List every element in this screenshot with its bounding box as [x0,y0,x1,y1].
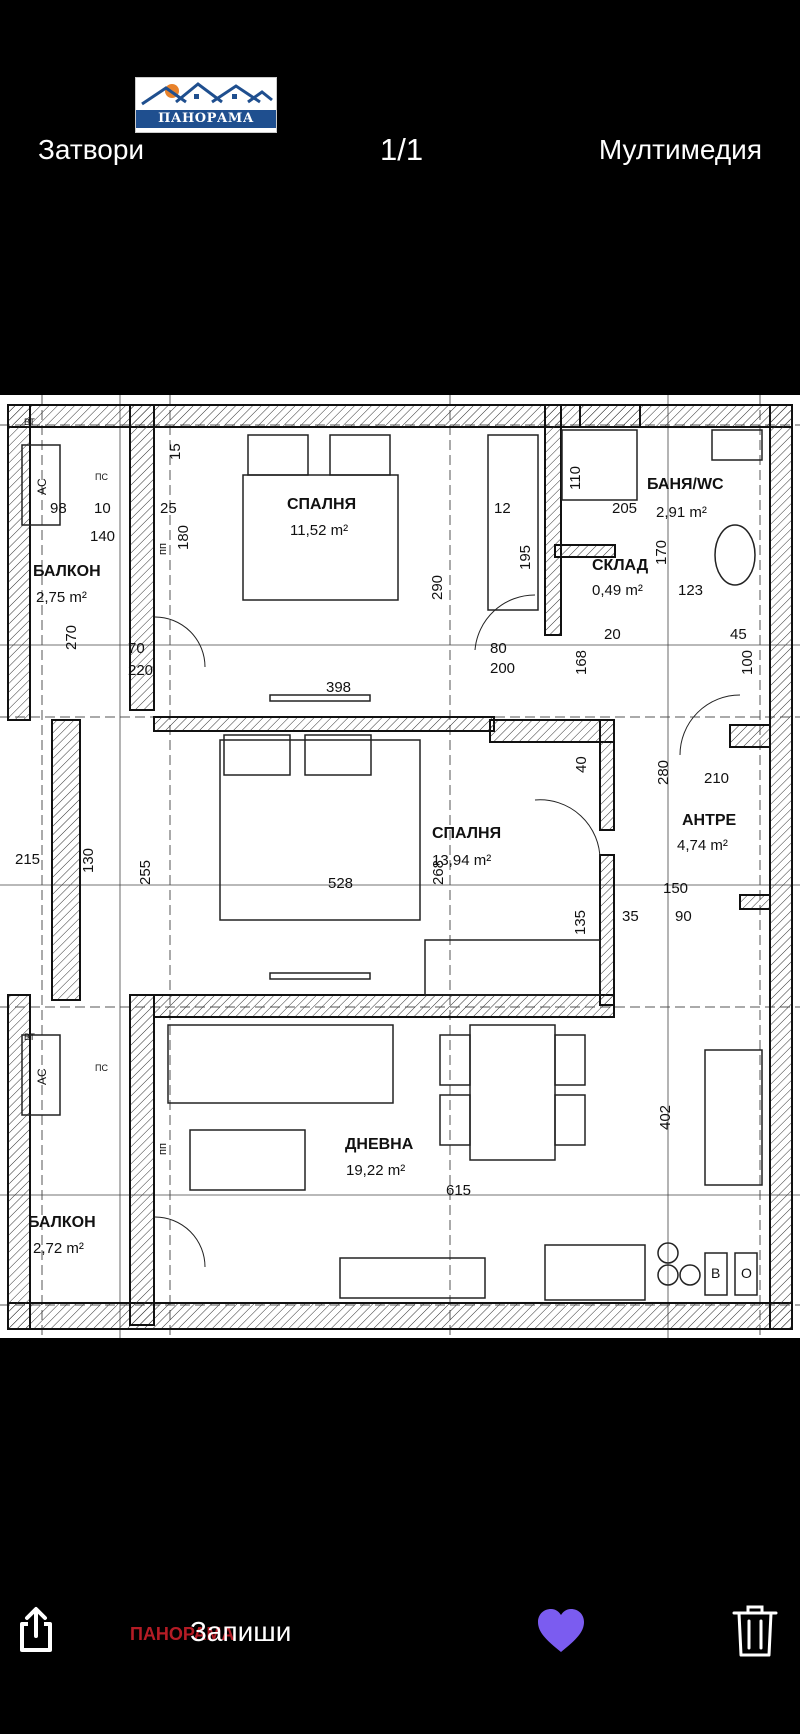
room-label: ДНЕВНА [345,1136,414,1153]
close-button[interactable]: Затвори [38,134,145,165]
room-label: СПАЛНЯ [432,825,501,842]
boiler-label: B [711,1265,720,1281]
dimension-label: 280 [655,760,672,785]
pp-label: пп [157,543,169,555]
room-label: СПАЛНЯ [287,496,356,513]
pp-label: пп [157,1143,169,1155]
dimension-label: 135 [572,910,589,935]
dimension-label: 90 [675,908,692,925]
ps-label: ПС [95,472,108,482]
favorite-button[interactable] [536,1608,586,1654]
oven-label: O [741,1265,752,1281]
dimension-label: 170 [653,540,670,565]
dimension-label: 402 [657,1105,674,1130]
dimension-label: 80 [490,640,507,657]
ps-label: ПС [95,1063,108,1073]
share-icon [20,1607,52,1652]
dimension-label: 140 [90,528,115,545]
floor-plan-image: СПАЛНЯ СПАЛНЯ ДНЕВНА БАНЯ/WC СКЛАД АНТРЕ… [0,395,800,1338]
dimension-label: 268 [430,860,447,885]
dimension-label: 10 [94,500,111,517]
dimension-label: 210 [704,770,729,787]
dimension-label: 100 [739,650,756,675]
vt-label: ВТ [24,417,35,427]
dimension-label: 150 [663,880,688,897]
room-label: БАНЯ/WC [647,476,724,493]
dimension-label: 130 [80,848,97,873]
dimension-label: 255 [137,860,154,885]
watermark-text: ПАНОРАМА [130,1624,235,1644]
dimension-label: 180 [175,525,192,550]
room-label: БАЛКОН [28,1214,96,1231]
dimension-label: 12 [494,500,511,517]
room-label: СКЛАД [592,557,649,574]
bottom-toolbar: ПАНОРАМА Запиши [0,1590,800,1670]
vt-label: ВТ [24,1032,35,1042]
room-area: 13,94 m² [432,852,491,869]
dimension-label: 98 [50,500,67,517]
share-button[interactable] [14,1604,58,1656]
dimension-label: 45 [730,626,747,643]
dimension-label: 70 [128,640,145,657]
room-area: 4,74 m² [677,837,728,854]
logo-houses-icon [141,82,273,106]
dimension-label: 123 [678,582,703,599]
room-label: БАЛКОН [33,563,101,580]
dimension-label: 168 [573,650,590,675]
room-area: 2,75 m² [36,589,87,606]
dimension-label: 15 [167,443,184,460]
dimension-label: 35 [622,908,639,925]
room-area: 19,22 m² [346,1162,405,1179]
dimension-label: 615 [446,1182,471,1199]
ac-label: AC [35,478,49,495]
brand-logo: ПАНОРАМА [135,77,277,133]
floor-plan-drawing: СПАЛНЯ СПАЛНЯ ДНЕВНА БАНЯ/WC СКЛАД АНТРЕ… [0,395,800,1338]
dimension-label: 200 [490,660,515,677]
heart-icon [538,1609,584,1652]
dimension-label: 215 [15,851,40,868]
room-area: 2,91 m² [656,504,707,521]
trash-icon [732,1605,778,1657]
dimension-label: 528 [328,875,353,892]
dimension-label: 195 [517,545,534,570]
multimedia-button[interactable]: Мултимедия [598,134,762,165]
dimension-label: 20 [604,626,621,643]
room-area: 2,72 m² [33,1240,84,1257]
room-area: 0,49 m² [592,582,643,599]
dimension-label: 270 [63,625,80,650]
save-button[interactable]: Запиши [190,1616,292,1647]
dimension-label: 110 [567,466,584,490]
dimension-label: 205 [612,500,637,517]
ac-label: AC [35,1068,49,1085]
dimension-label: 398 [326,679,351,696]
image-counter: 1/1 [380,132,424,167]
dimension-label: 290 [429,575,446,600]
delete-button[interactable] [730,1603,780,1659]
room-area: 11,52 m² [290,522,348,539]
dimension-label: 40 [573,756,590,773]
room-label: АНТРЕ [682,812,737,829]
dimension-label: 220 [128,662,153,679]
dimension-label: 25 [160,500,177,517]
logo-text: ПАНОРАМА [136,110,276,128]
